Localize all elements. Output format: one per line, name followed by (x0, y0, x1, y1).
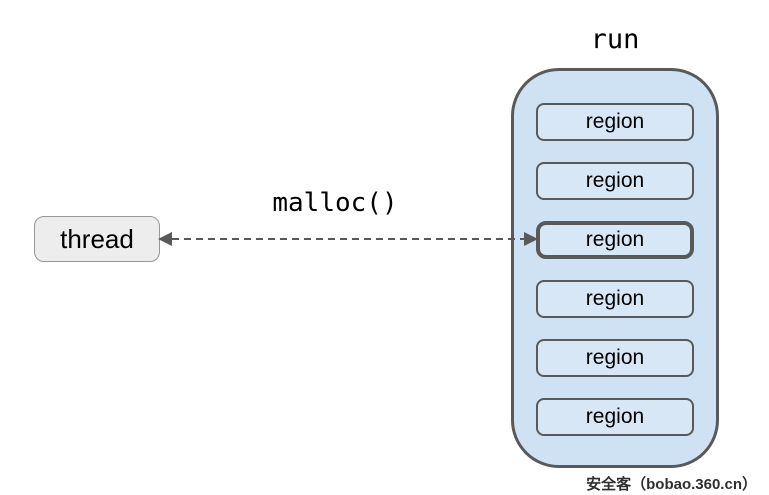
region-node: region (536, 398, 694, 436)
region-node: region (536, 162, 694, 200)
arrowhead-right-icon (524, 232, 538, 246)
region-node-highlighted: region (536, 221, 694, 259)
malloc-arrow-icon (158, 232, 538, 246)
region-node: region (536, 280, 694, 318)
run-title: run (590, 24, 640, 55)
region-node: region (536, 339, 694, 377)
malloc-arrow-label: malloc() (272, 188, 398, 218)
watermark: 安全客（bobao.360.cn） (586, 476, 757, 493)
thread-label: thread (60, 224, 134, 254)
run-container: region region region region region region (511, 68, 719, 468)
thread-node: thread (34, 216, 160, 262)
region-node: region (536, 103, 694, 141)
arrowhead-left-icon (158, 232, 172, 246)
